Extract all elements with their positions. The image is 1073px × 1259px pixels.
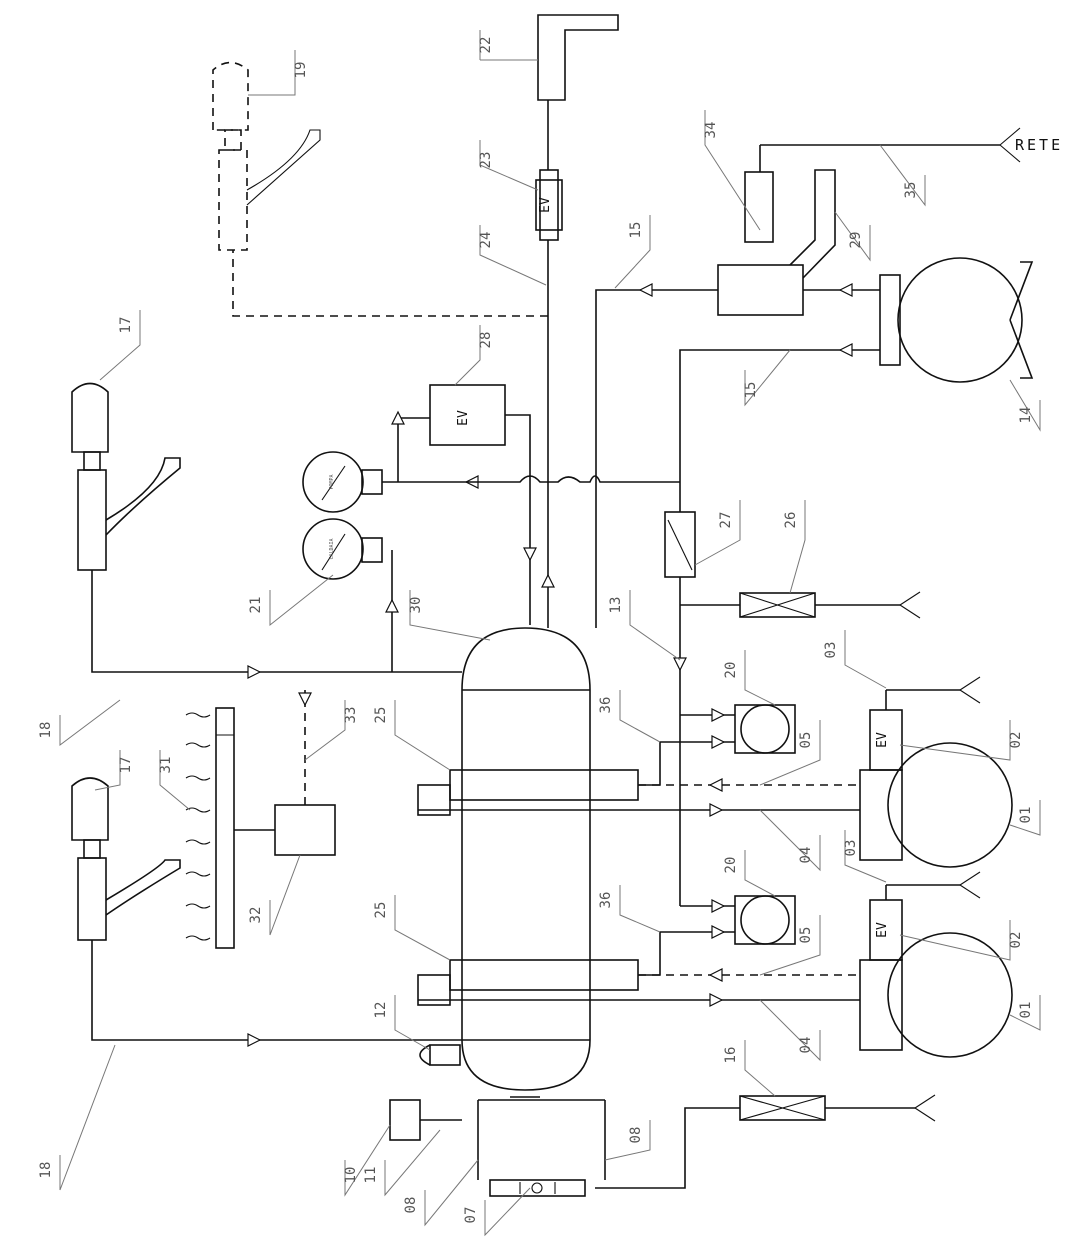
level-probe <box>419 1044 461 1066</box>
label-25-lower: 25 <box>373 902 389 919</box>
label-21: 21 <box>248 597 264 614</box>
water-inlet <box>595 127 1021 628</box>
ev-label: EV <box>538 197 553 213</box>
label-15-upper: 15 <box>628 222 644 239</box>
label-17-lower: 17 <box>118 757 134 774</box>
label-24: 24 <box>478 232 494 249</box>
label-31: 31 <box>158 757 174 774</box>
gauge-caldaia-text: CALDAIA <box>329 538 335 559</box>
label-04-lower: 04 <box>798 1037 814 1054</box>
label-34: 34 <box>703 122 719 139</box>
callouts: 22 19 23 34 35 24 15 29 17 28 15 14 27 2… <box>38 30 1041 1237</box>
bypass-line <box>397 417 430 482</box>
boiler-tank <box>461 627 591 1098</box>
label-36-lower: 36 <box>598 892 614 909</box>
label-28: 28 <box>478 332 494 349</box>
label-20-upper: 20 <box>723 662 739 679</box>
label-14: 14 <box>1018 407 1034 424</box>
label-07: 07 <box>463 1207 479 1224</box>
steam-wand-lower <box>71 777 462 1047</box>
label-01-upper: 01 <box>1018 807 1034 824</box>
label-23: 23 <box>478 152 494 169</box>
brew-group-lower: EV <box>418 871 1013 1058</box>
label-33: 33 <box>343 707 359 724</box>
label-36-upper: 36 <box>598 697 614 714</box>
heat-exchanger-upper <box>417 769 639 816</box>
optional-wand <box>212 61 548 317</box>
drain-valve-26 <box>680 591 921 619</box>
arrow <box>673 657 687 672</box>
pressure-switch <box>389 1099 462 1141</box>
ev-label: EV <box>456 410 471 426</box>
steam-wand-upper <box>71 382 462 679</box>
label-05-upper: 05 <box>798 732 814 749</box>
drain-valve-16 <box>595 1094 936 1189</box>
control-board <box>185 690 336 949</box>
label-10: 10 <box>343 1167 359 1184</box>
pump-motor <box>679 257 1034 512</box>
ev-label: EV <box>875 732 890 748</box>
flow-meter <box>664 511 696 906</box>
label-17-upper: 17 <box>118 317 134 334</box>
label-15-lower: 15 <box>743 382 759 399</box>
label-08-left: 08 <box>403 1197 419 1214</box>
label-25-upper: 25 <box>373 707 389 724</box>
label-22: 22 <box>478 37 494 54</box>
label-02-lower: 02 <box>1008 932 1024 949</box>
steam-line-22: EV <box>523 14 619 628</box>
label-27: 27 <box>718 512 734 529</box>
label-26: 26 <box>783 512 799 529</box>
label-08-right: 08 <box>628 1127 644 1144</box>
label-04-upper: 04 <box>798 847 814 864</box>
heating-element <box>477 1099 606 1197</box>
label-03-upper: 03 <box>823 642 839 659</box>
label-35: 35 <box>903 182 919 199</box>
label-01-lower: 01 <box>1018 1002 1034 1019</box>
led-indicators <box>185 712 211 941</box>
label-16: 16 <box>723 1047 739 1064</box>
label-30: 30 <box>408 597 424 614</box>
label-11: 11 <box>363 1167 379 1184</box>
solenoid-valve-28: EV <box>429 384 531 625</box>
gauge-pompa-text: POMPA <box>329 474 335 489</box>
supply-line-pump <box>382 475 680 483</box>
brew-group-upper: EV <box>418 676 1013 868</box>
label-32: 32 <box>248 907 264 924</box>
ev-label: EV <box>875 922 890 938</box>
label-29: 29 <box>848 232 864 249</box>
label-13: 13 <box>608 597 624 614</box>
label-12: 12 <box>373 1002 389 1019</box>
label-18-lower: 18 <box>38 1162 54 1179</box>
heat-exchanger-lower <box>417 959 639 1006</box>
label-19: 19 <box>293 62 309 79</box>
arrow <box>391 410 405 425</box>
label-02-upper: 02 <box>1008 732 1024 749</box>
label-05-lower: 05 <box>798 927 814 944</box>
gauge-caldaia <box>302 518 399 672</box>
label-18-upper: 18 <box>38 722 54 739</box>
label-03-lower: 03 <box>843 840 859 857</box>
mains-label: RETE <box>1015 136 1063 154</box>
label-20-lower: 20 <box>723 857 739 874</box>
